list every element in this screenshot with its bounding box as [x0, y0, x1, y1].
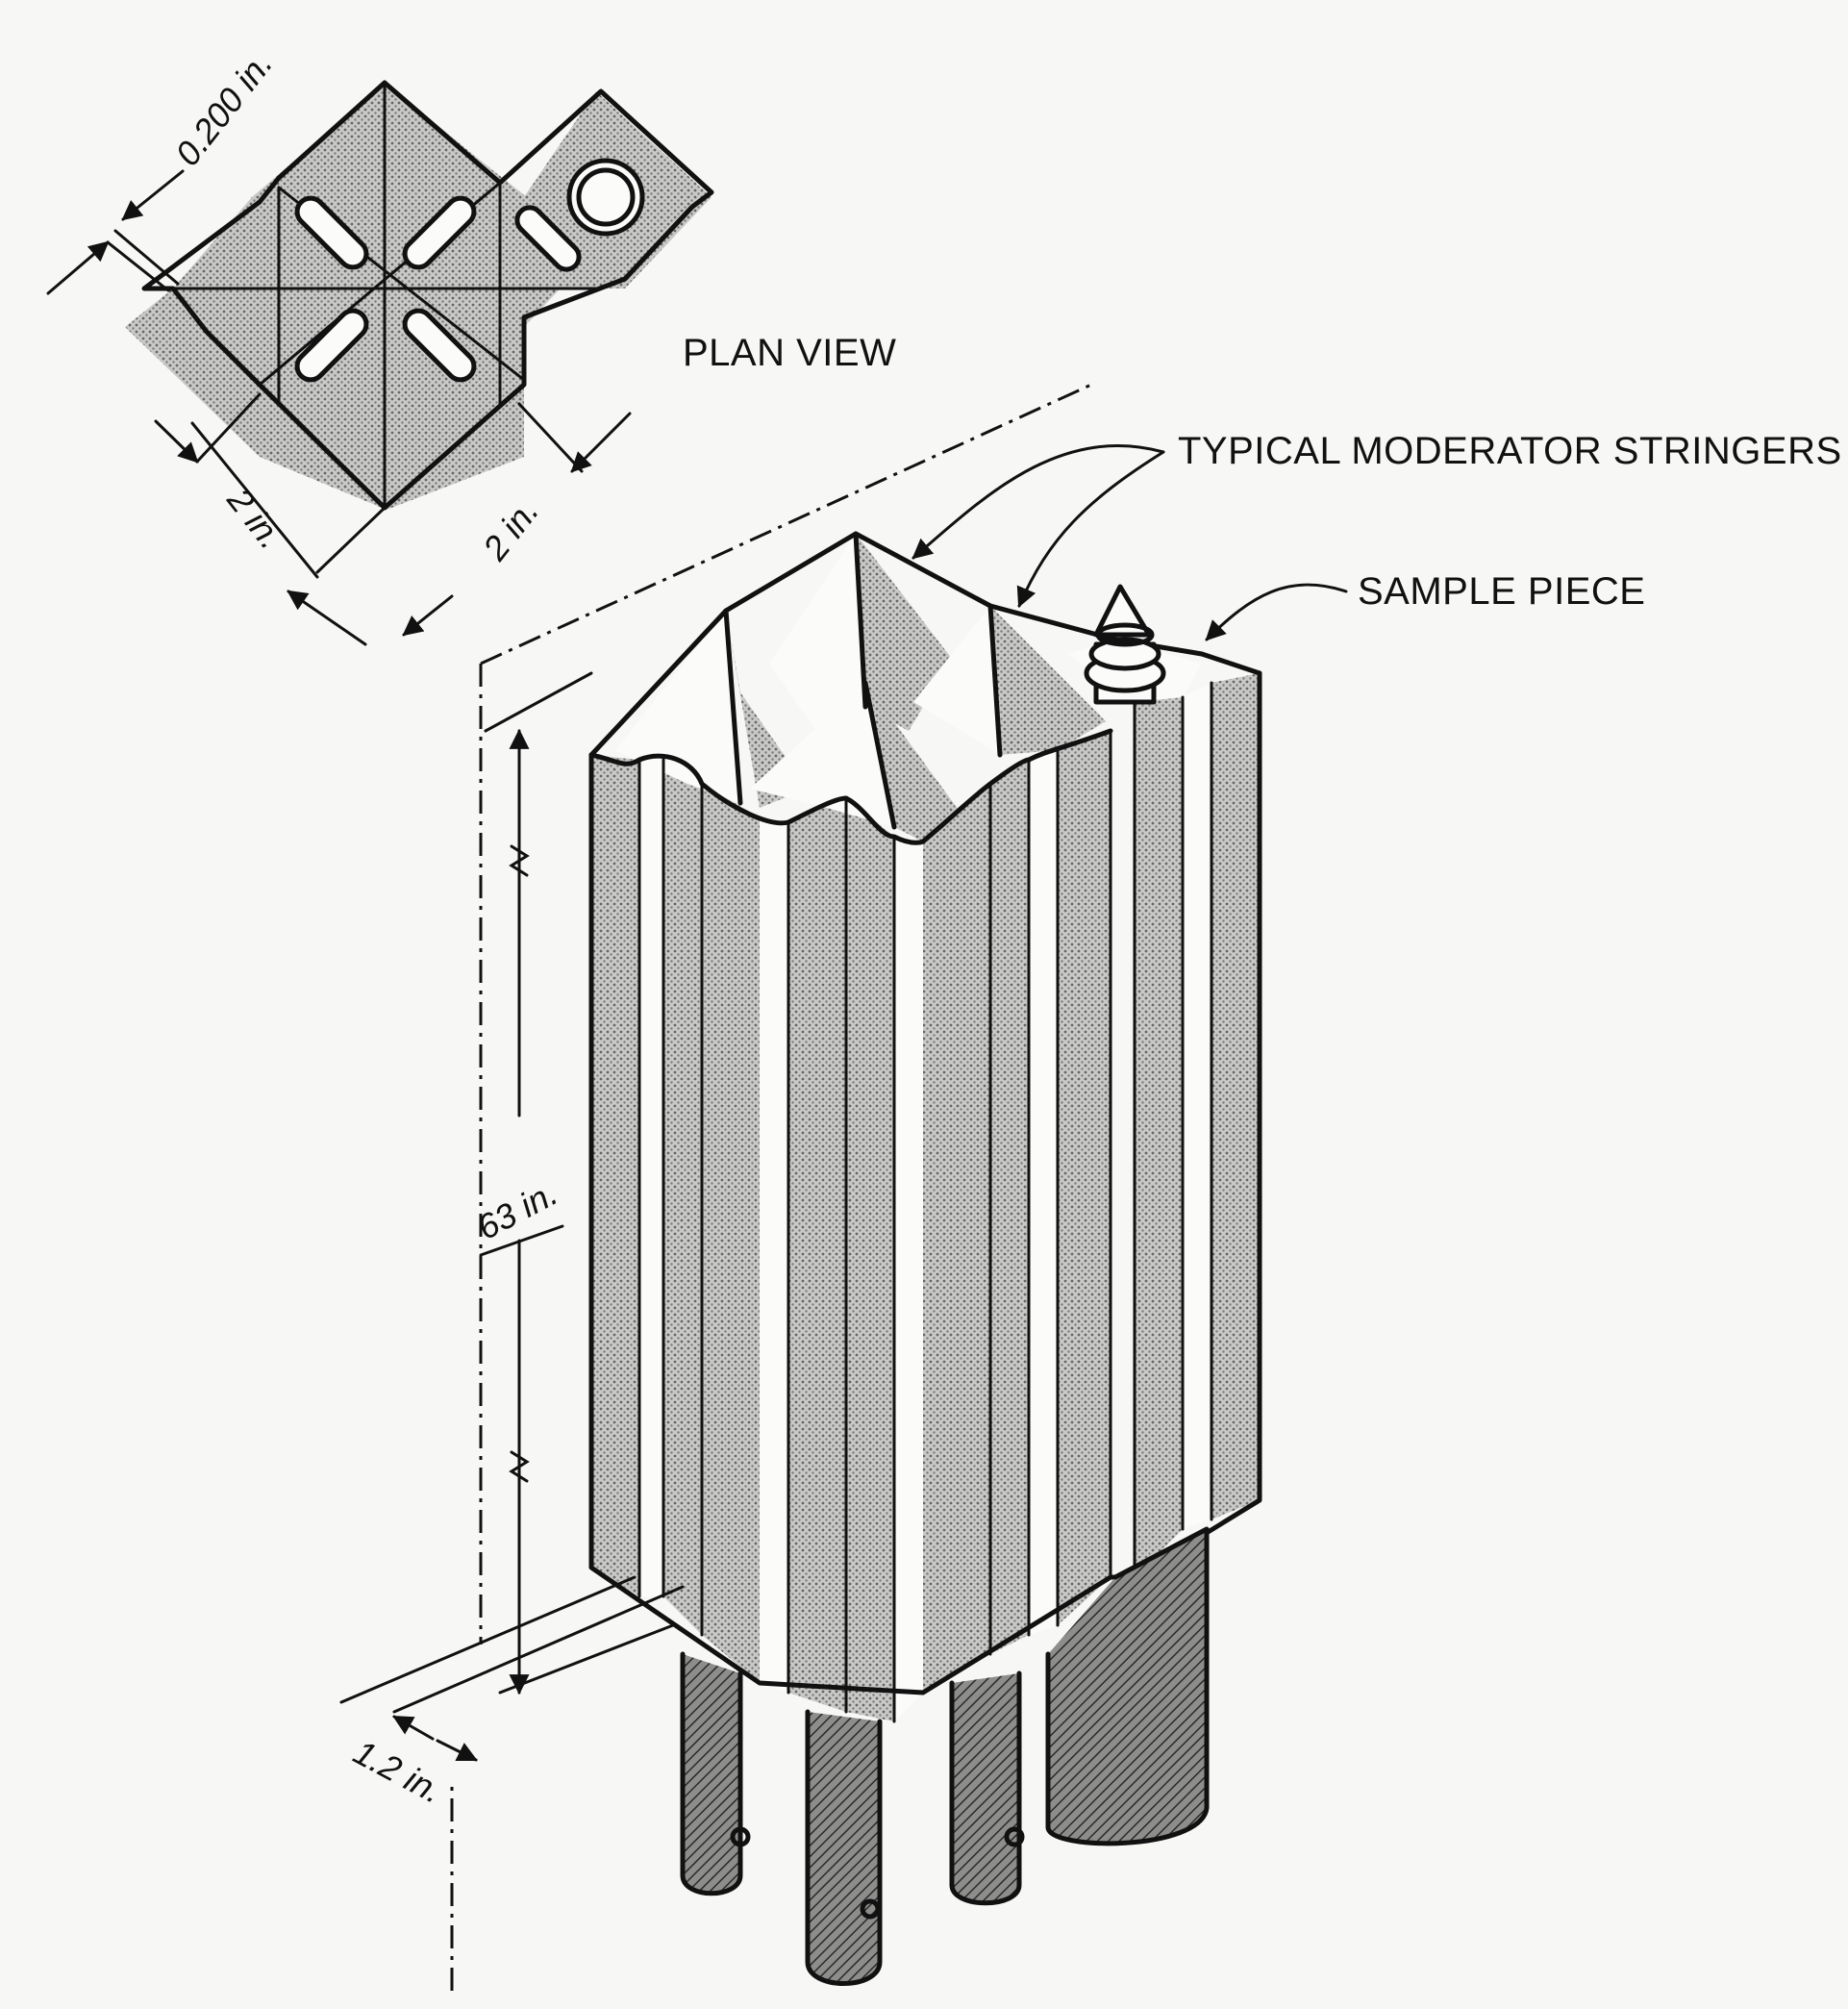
pin-dimension: 1.2 in.	[339, 1575, 685, 1811]
bottom-pins	[680, 1526, 1210, 1986]
plan-view-slots	[294, 195, 582, 383]
stringer-bodies	[591, 673, 1260, 1721]
plan-view: 0.200 in. 2 in. 2 in.	[46, 44, 714, 646]
sample-piece-callout	[1205, 583, 1348, 641]
width-left-dimension-label: 2 in.	[219, 480, 291, 557]
sample-piece-label: SAMPLE PIECE	[1358, 570, 1645, 613]
sample-piece-plug	[1084, 584, 1166, 705]
plan-view-label: PLAN VIEW	[683, 332, 896, 374]
stringer-callout	[912, 444, 1165, 608]
width-right-dimension-label: 2 in.	[474, 491, 546, 568]
stringer-assembly: 63 in. 1.2 in.	[339, 383, 1262, 1991]
pin-dimension-label: 1.2 in.	[347, 1732, 449, 1811]
height-dimension: 63 in.	[471, 671, 593, 1695]
typical-moderator-stringers-label: TYPICAL MODERATOR STRINGERS	[1178, 430, 1842, 472]
gap-dimension-label: 0.200 in.	[167, 44, 280, 173]
height-dimension-label: 63 in.	[471, 1173, 564, 1248]
